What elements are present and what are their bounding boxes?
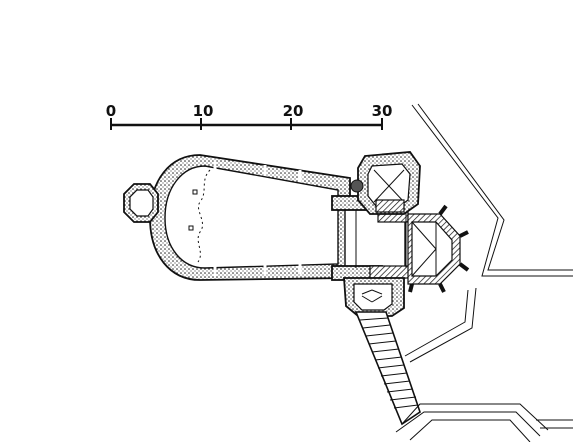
scale-label-30: 30 xyxy=(372,102,393,120)
scale-label-20: 20 xyxy=(283,102,304,120)
west-tower xyxy=(123,183,159,223)
north-tower xyxy=(350,151,421,215)
scale-label-10: 10 xyxy=(193,102,214,120)
stairway xyxy=(354,311,421,426)
scale-bar: 0 10 20 30 xyxy=(106,102,393,130)
nave xyxy=(149,154,351,281)
east-apse xyxy=(407,204,470,293)
bottom-boundary-walls xyxy=(395,403,573,442)
scale-label-0: 0 xyxy=(106,102,116,120)
south-porch xyxy=(343,277,405,317)
outer-wall-lines xyxy=(404,103,573,363)
